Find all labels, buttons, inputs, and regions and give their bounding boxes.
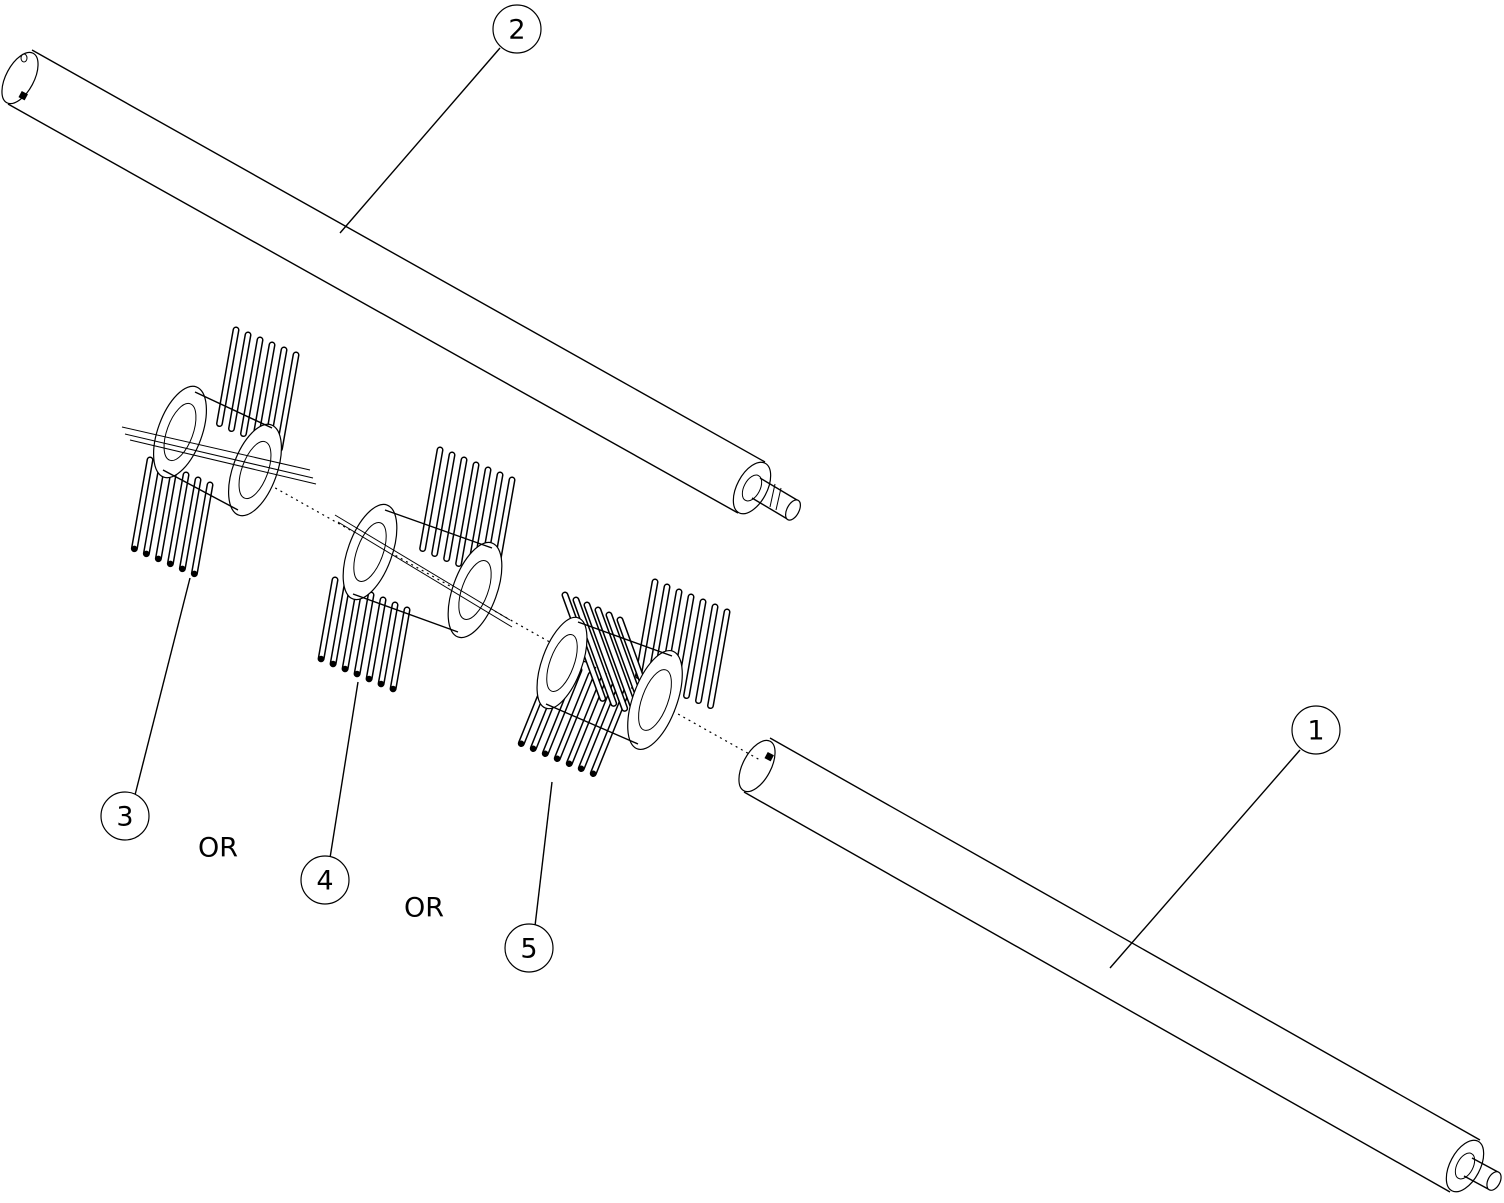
tine-tip <box>354 670 361 677</box>
tine-tip <box>518 740 525 747</box>
tine-tip <box>566 760 573 767</box>
tine-highlight <box>355 593 373 676</box>
part-4-reel-assembly <box>317 446 516 693</box>
svg-text:3: 3 <box>116 802 133 833</box>
svg-text:1: 1 <box>1307 716 1324 747</box>
tine-highlight <box>180 478 200 571</box>
tine-tip <box>366 675 373 682</box>
tine-tip <box>155 555 162 562</box>
tine-highlight <box>708 610 729 708</box>
or-label-1: OR <box>198 833 238 864</box>
balloon-1: 1 <box>1291 705 1341 755</box>
tine-highlight <box>192 483 212 576</box>
tine-highlight <box>331 583 349 666</box>
leader-1 <box>1109 749 1301 969</box>
tine-highlight <box>696 605 717 703</box>
leader-2 <box>339 47 501 234</box>
leader-3 <box>134 577 191 796</box>
tine-tip <box>542 750 549 757</box>
leader-lines <box>134 47 1301 969</box>
tine-highlight <box>379 603 397 686</box>
tine-tip <box>131 545 138 552</box>
tine-highlight <box>420 448 442 551</box>
tine-highlight <box>636 580 657 678</box>
balloon-5: 5 <box>504 923 554 973</box>
tine-tip <box>191 570 198 577</box>
balloon-4: 4 <box>300 855 350 905</box>
part-5-reel-assembly <box>517 578 731 777</box>
leader-5 <box>534 781 553 927</box>
tine-tip <box>578 765 585 772</box>
tine-tip <box>390 685 397 692</box>
part-3-reel-assembly <box>121 326 317 578</box>
tine-highlight <box>319 578 337 661</box>
tine-tip <box>530 745 537 752</box>
or-label-2: OR <box>404 893 444 924</box>
tine-highlight <box>432 453 454 556</box>
balloon-3: 3 <box>100 791 150 841</box>
tine-highlight <box>456 463 478 566</box>
tine-highlight <box>574 598 616 706</box>
tine-tip <box>318 655 325 662</box>
tine-highlight <box>229 333 250 431</box>
tine-highlight <box>253 343 274 441</box>
tine-highlight <box>343 588 361 671</box>
svg-text:5: 5 <box>520 934 537 965</box>
tine-highlight <box>684 600 705 698</box>
assembly-axis <box>269 484 761 761</box>
part-1-lower-shaft <box>738 737 1502 1193</box>
tine-tip <box>167 560 174 567</box>
tine-highlight <box>367 598 385 681</box>
leader-4 <box>329 681 359 859</box>
tine-highlight <box>585 603 627 711</box>
tine-highlight <box>277 353 298 451</box>
tine-tip <box>378 680 385 687</box>
tine-highlight <box>156 468 176 561</box>
tine-highlight <box>241 338 262 436</box>
tine-tip <box>590 770 597 777</box>
svg-text:4: 4 <box>316 866 333 897</box>
tine-highlight <box>168 473 188 566</box>
tine-tip <box>330 660 337 667</box>
balloon-2: 2 <box>492 4 542 54</box>
svg-text:2: 2 <box>508 15 525 46</box>
tine-highlight <box>132 458 152 551</box>
part-2-upper-shaft <box>1 49 801 521</box>
tine-tip <box>342 665 349 672</box>
tine-highlight <box>596 608 638 716</box>
tine-tip <box>143 550 150 557</box>
tine-tip <box>179 565 186 572</box>
tine-highlight <box>391 608 409 691</box>
tine-tip <box>554 755 561 762</box>
tine-highlight <box>144 463 164 556</box>
tine-highlight <box>444 458 466 561</box>
tine-highlight <box>217 328 238 426</box>
